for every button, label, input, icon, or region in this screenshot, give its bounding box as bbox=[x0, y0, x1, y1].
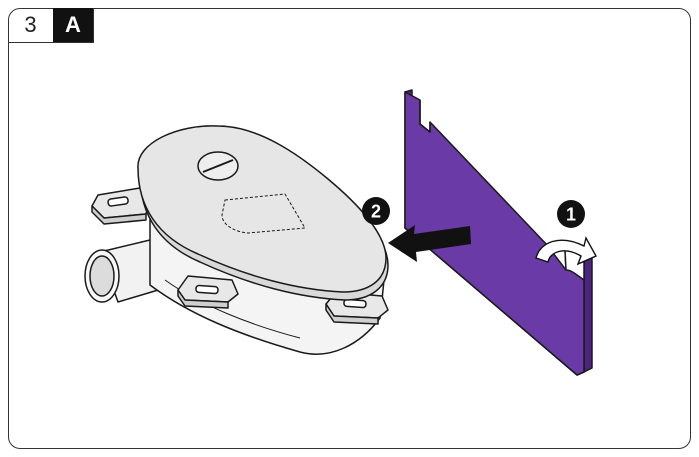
curved-arrow-icon bbox=[535, 236, 597, 266]
callout-badge-1: 1 bbox=[557, 200, 585, 228]
callout-badge-2: 2 bbox=[362, 197, 390, 225]
step-number: 3 bbox=[24, 12, 37, 37]
hidden-outline bbox=[221, 193, 306, 234]
bottom-mounting-ear bbox=[177, 275, 239, 309]
cover-screw bbox=[197, 151, 239, 181]
callout-label-1: 1 bbox=[566, 205, 576, 225]
arrow-left-icon bbox=[388, 225, 471, 262]
step-header: 3 A bbox=[8, 8, 94, 43]
step-variant-badge: A bbox=[53, 8, 93, 42]
drain-housing bbox=[84, 125, 389, 355]
callout-label-2: 2 bbox=[371, 202, 381, 222]
step-frame bbox=[8, 8, 691, 449]
